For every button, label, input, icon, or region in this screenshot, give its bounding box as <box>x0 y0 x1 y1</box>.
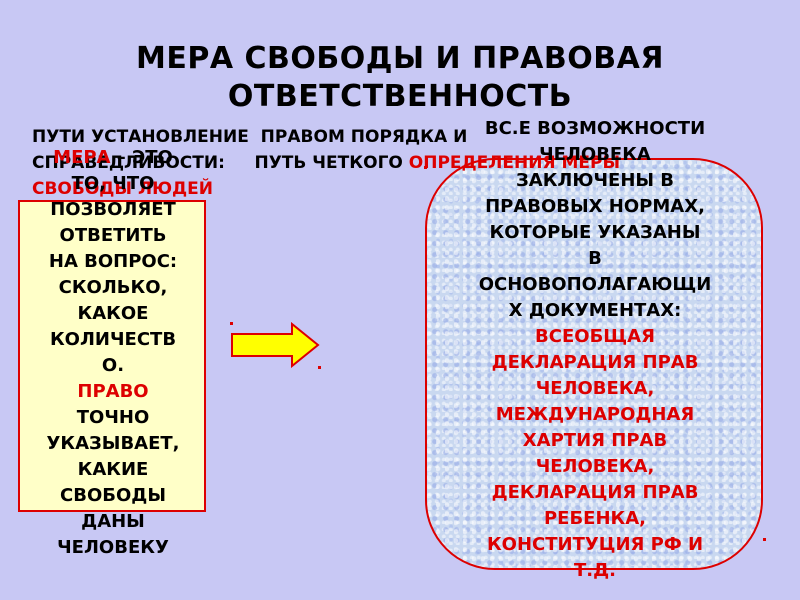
left-line: ОТВЕТИТЬ <box>59 225 167 246</box>
title-line-1: МЕРА СВОБОДЫ И ПРАВОВАЯ <box>136 41 664 76</box>
document-line: РЕБЕНКА, <box>543 508 647 529</box>
subtitle-line-3: СВОБОДЫ ЛЮДЕЙ <box>32 179 214 199</box>
pravo-word: ПРАВО <box>77 381 149 402</box>
subtitle-line-1: ПУТИ УСТАНОВЛЕНИЕ ПРАВОМ ПОРЯДКА И <box>32 127 468 147</box>
subtitle-line-2: СПРАВЕДЛИВОСТИ: ПУТЬ ЧЕТКОГО ОПРЕДЕЛЕНИЯ… <box>32 150 772 176</box>
left-line: ТОЧНО <box>76 407 150 428</box>
mera-word: МЕРА <box>53 147 111 168</box>
document-line: ЧЕЛОВЕКА, <box>535 378 655 399</box>
document-line: ДЕКЛАРАЦИЯ ПРАВ <box>491 352 699 373</box>
document-line: ХАРТИЯ ПРАВ <box>522 430 668 451</box>
right-documents-text: ВС.Е ВОЗМОЖНОСТИ ЧЕЛОВЕКА ЗАКЛЮЧЕНЫ В ПР… <box>430 116 760 584</box>
left-line: ТО, ЧТО <box>71 173 155 194</box>
left-line: ЧЕЛОВЕКУ <box>57 537 169 558</box>
slide-title: МЕРА СВОБОДЫ И ПРАВОВАЯ ОТВЕТСТВЕННОСТЬ <box>0 40 800 116</box>
dot-marker <box>763 538 766 541</box>
mera-line: МЕРА – ЭТО <box>18 145 208 171</box>
right-rounded-box <box>425 158 763 570</box>
left-line: СКОЛЬКО, <box>58 277 168 298</box>
document-line: Т.Д. <box>574 560 616 581</box>
dot-marker <box>318 366 321 369</box>
right-line: КОТОРЫЕ УКАЗАНЫ <box>489 222 701 243</box>
right-line: ЗАКЛЮЧЕНЫ В <box>515 170 675 191</box>
left-line: ПОЗВОЛЯЕТ <box>50 199 176 220</box>
document-line: ВСЕОБЩАЯ <box>535 326 655 347</box>
document-line: МЕЖДУНАРОДНАЯ <box>495 404 695 425</box>
left-line: СВОБОДЫ <box>60 485 166 506</box>
right-line: ОСНОВОПОЛАГАЮЩИ <box>478 274 712 295</box>
left-definition-text: МЕРА – ЭТО ТО, ЧТО ПОЗВОЛЯЕТ ОТВЕТИТЬ НА… <box>18 145 208 561</box>
subtitle-line-2-black: СПРАВЕДЛИВОСТИ: ПУТЬ ЧЕТКОГО <box>32 153 409 173</box>
left-line: КАКИЕ <box>77 459 149 480</box>
subtitle-line-2-red: ОПРЕДЕЛЕНИЯ МЕРЫ <box>408 153 621 173</box>
left-line: О. <box>101 355 125 376</box>
right-line: ЧЕЛОВЕКА <box>539 144 651 165</box>
dot-marker <box>230 322 233 325</box>
right-arrow-icon <box>231 322 320 368</box>
document-line: ЧЕЛОВЕКА, <box>535 456 655 477</box>
right-line: ПРАВОВЫХ НОРМАХ, <box>485 196 705 217</box>
right-line: ВС.Е ВОЗМОЖНОСТИ <box>484 118 706 139</box>
left-line: ДАНЫ <box>81 511 145 532</box>
eto-word: – ЭТО <box>110 147 173 168</box>
dot-marker <box>424 166 427 169</box>
left-line: УКАЗЫВАЕТ, <box>46 433 180 454</box>
overlapping-subtitle: ПУТИ УСТАНОВЛЕНИЕ ПРАВОМ ПОРЯДКА И СПРАВЕ… <box>32 124 772 202</box>
right-line: В <box>588 248 602 269</box>
document-line: ДЕКЛАРАЦИЯ ПРАВ <box>491 482 699 503</box>
left-line: КОЛИЧЕСТВ <box>49 329 177 350</box>
title-line-2: ОТВЕТСТВЕННОСТЬ <box>227 79 573 114</box>
right-line: Х ДОКУМЕНТАХ: <box>508 300 682 321</box>
left-line: НА ВОПРОС: <box>48 251 178 272</box>
left-line: КАКОЕ <box>77 303 149 324</box>
left-text-box <box>18 200 206 512</box>
document-line: КОНСТИТУЦИЯ РФ И <box>486 534 704 555</box>
